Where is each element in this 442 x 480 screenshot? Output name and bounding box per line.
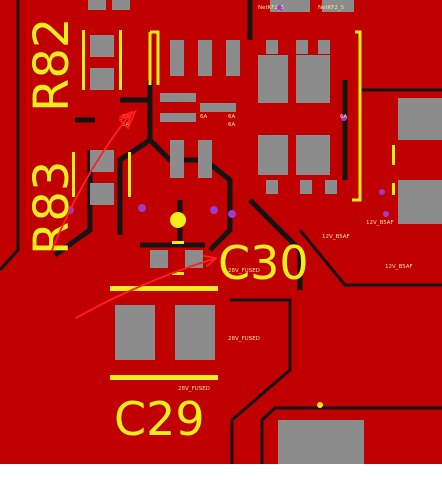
r82-silk-left bbox=[82, 30, 85, 90]
pad-right-2 bbox=[398, 180, 442, 224]
pin1-dot bbox=[170, 212, 186, 228]
vias bbox=[66, 5, 389, 218]
pcb-layout-view[interactable]: R82 R83 C30 C29 NetKF2_5 NetKF2_5 6A 6A … bbox=[0, 0, 442, 464]
ic-silk-outline bbox=[148, 30, 160, 85]
c29-silk-bottom bbox=[110, 375, 218, 380]
net-label: NetKF2_5 bbox=[258, 5, 285, 11]
r83-pad-1 bbox=[90, 150, 114, 172]
net-label: 28V_FUSED bbox=[228, 268, 260, 274]
c29-pad-1 bbox=[115, 305, 155, 360]
ic-pads bbox=[160, 40, 240, 178]
pad-right-1 bbox=[398, 98, 442, 140]
net-label: 12V_B5AF bbox=[385, 264, 413, 270]
clearance-right-lower bbox=[298, 229, 442, 287]
r83-pad-2 bbox=[90, 183, 114, 205]
c30-silk-top bbox=[172, 241, 184, 244]
r83-silk-right bbox=[128, 152, 131, 197]
r82-silk-right bbox=[119, 30, 122, 90]
mosfet-pads bbox=[258, 40, 337, 194]
ic-silk-right bbox=[352, 30, 362, 202]
net-label: 28V_FUSED bbox=[178, 386, 210, 392]
r82-pad-2 bbox=[90, 68, 114, 90]
c30-silk-bottom bbox=[172, 272, 184, 275]
pad-bottom-right bbox=[278, 420, 364, 464]
pad-top-2 bbox=[112, 0, 130, 10]
pad-top-4 bbox=[322, 0, 354, 12]
silk-right-1 bbox=[392, 145, 395, 165]
r82-pad-1 bbox=[90, 35, 114, 57]
net-label: 6A bbox=[340, 114, 347, 120]
c29-silk-top bbox=[110, 286, 218, 291]
c29-pad-2 bbox=[175, 305, 215, 360]
pin1-dot-bottom bbox=[317, 402, 323, 408]
pad-top-1 bbox=[88, 0, 106, 10]
net-label: 6A bbox=[200, 114, 207, 120]
net-label: NetKF2_5 bbox=[318, 5, 345, 11]
annotation-arrows bbox=[51, 109, 217, 319]
net-label: 12V_B5AF bbox=[322, 234, 350, 240]
clearance-bottom bbox=[230, 298, 292, 464]
r83-silk-left bbox=[72, 152, 75, 197]
net-label: 6A bbox=[228, 122, 235, 128]
copper-pour bbox=[0, 0, 442, 464]
net-label: 28V_FUSED bbox=[228, 336, 260, 342]
net-label: 6A bbox=[228, 114, 235, 120]
c30-pad-1 bbox=[150, 250, 168, 268]
refdes-c30: C30 bbox=[218, 236, 309, 290]
net-label: 12V_B5AF bbox=[366, 220, 394, 226]
clearance-left bbox=[0, 0, 20, 272]
refdes-r82: R82 bbox=[24, 18, 80, 112]
refdes-c29: C29 bbox=[114, 392, 205, 446]
silk-right-2 bbox=[392, 183, 395, 195]
clearance-bottom-right bbox=[260, 406, 442, 464]
